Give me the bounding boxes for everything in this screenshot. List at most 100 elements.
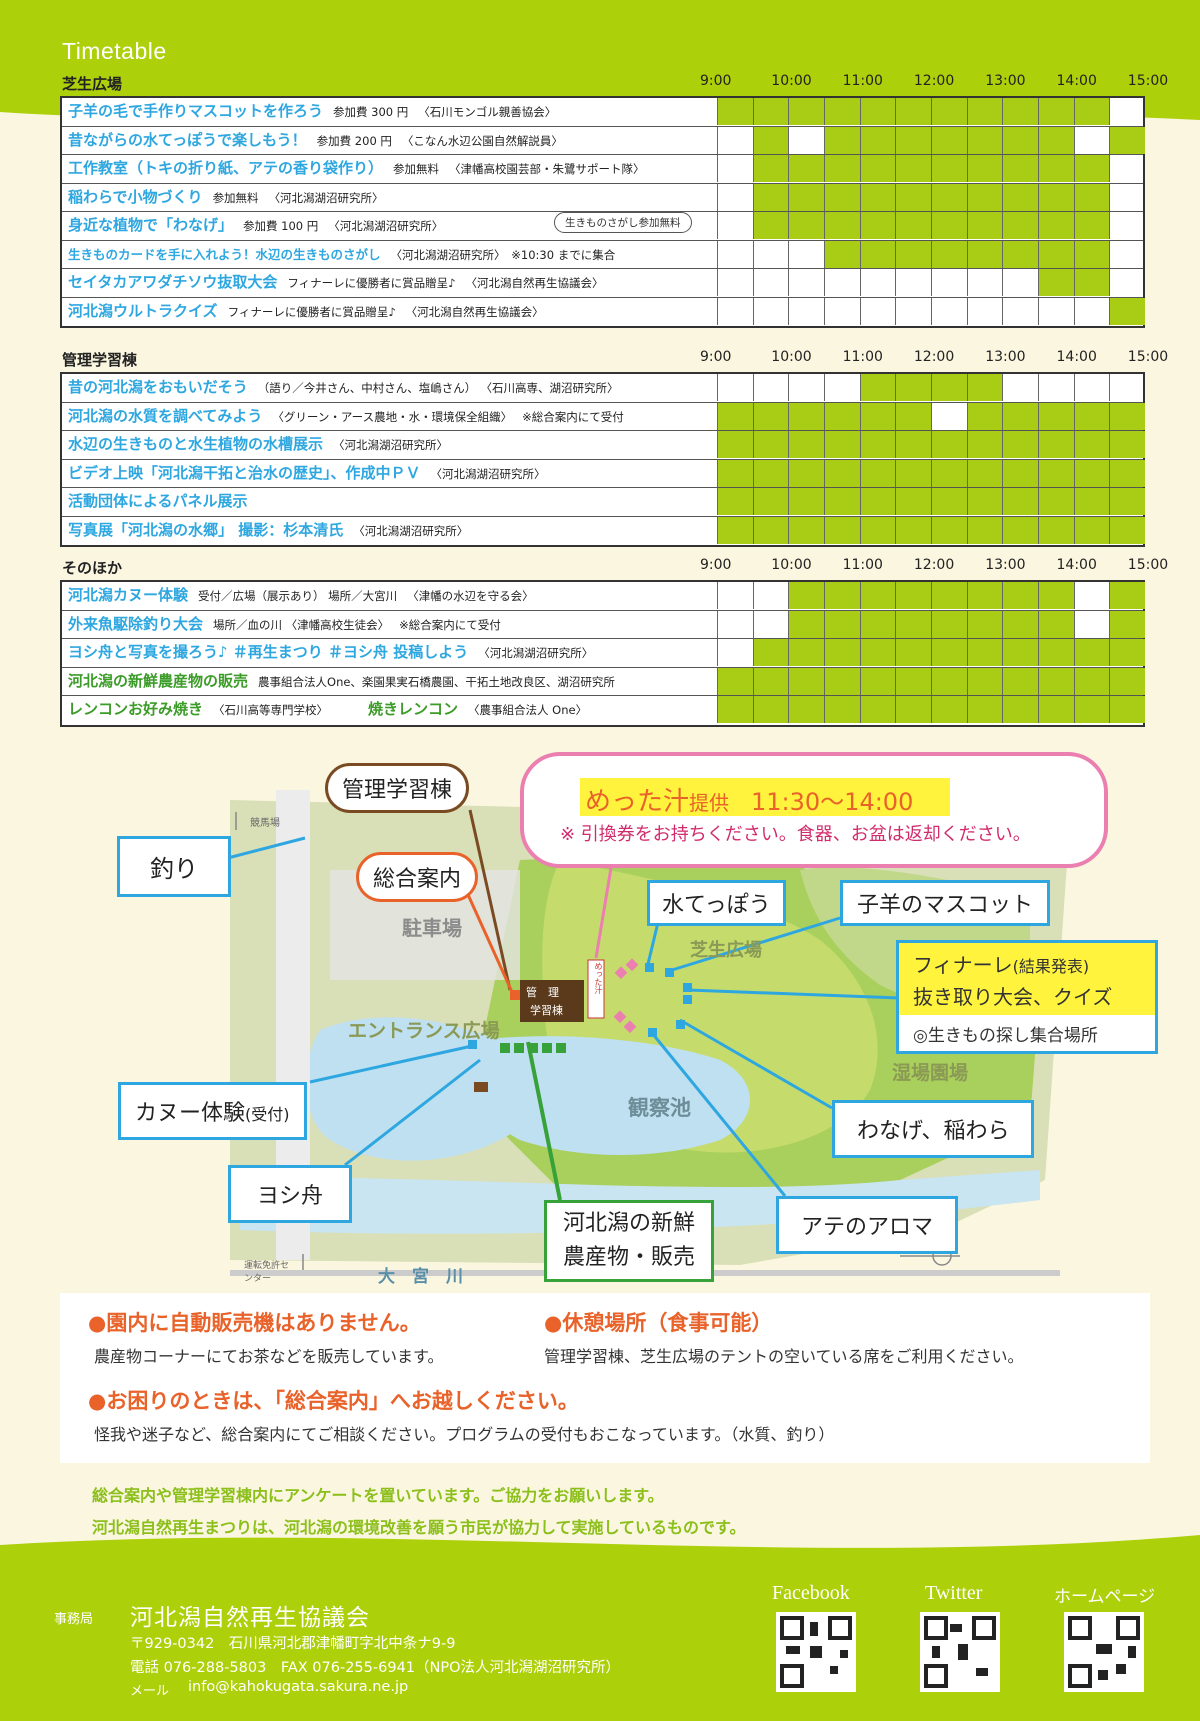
event-organizer: 〈河北潟湖沼研究所〉 xyxy=(268,190,384,205)
slot-active xyxy=(931,240,967,268)
row-label: 生きものカードを手に入れよう！水辺の生きものさがし〈河北潟湖沼研究所〉 ※10:… xyxy=(68,241,615,268)
slot-active xyxy=(752,459,789,487)
timetable-row: 河北潟の新鮮農産物の販売農事組合法人One、楽園果実石橋農園、干拓土地改良区、湖… xyxy=(62,667,1146,696)
speech-bubble: 生きものさがし参加無料 xyxy=(554,212,692,233)
slot-active xyxy=(1073,269,1110,296)
event-organizer: 〈河北潟湖沼研究所〉 xyxy=(328,219,444,233)
message-festival: 河北潟自然再生まつりは、河北潟の環境改善を願う市民が協力して実施しているものです… xyxy=(92,1518,746,1537)
metta-highlight xyxy=(580,778,950,816)
callout-fishing: 釣り xyxy=(117,836,231,897)
notice-3-title: ●お困りのときは、「総合案内」へお越しください。 xyxy=(88,1389,579,1413)
slot-empty xyxy=(752,240,789,268)
timetable-row: レンコンお好み焼き〈石川高等専門学校〉焼きレンコン〈農事組合法人 One〉 xyxy=(62,696,1146,725)
footer-mail[interactable]: info@kahokugata.sakura.ne.jp xyxy=(188,1679,409,1695)
time-header: 9:00 xyxy=(700,557,732,573)
slot-empty xyxy=(895,297,931,325)
event-organizer: 〈石川高専、湖沼研究所〉 xyxy=(486,381,619,395)
slot-active xyxy=(1073,459,1110,487)
slot-empty xyxy=(717,212,753,239)
event-detail: フィナーレに優勝者に賞品贈呈♪ xyxy=(287,276,456,290)
slot-active xyxy=(931,155,967,182)
event-name: 水辺の生きものと水生植物の水槽展示 xyxy=(68,435,324,453)
event-detail: （語り／今井さん、中村さん、塩嶋さん） xyxy=(257,381,477,395)
slot-active xyxy=(1002,402,1039,430)
map-label-entrance: エントランス広場 xyxy=(348,1020,500,1042)
map-label-license-center: 運転免許センター xyxy=(244,1261,290,1284)
timetable-row: 工作教室（トキの折り紙、アテの香り袋作り）参加無料〈津幡高校園芸部・朱鷺サポート… xyxy=(62,155,1143,184)
event-name: 河北潟ウルトラクイズ xyxy=(68,301,218,320)
finale-highlight xyxy=(899,943,1155,1015)
slot-active xyxy=(966,582,1003,609)
slot-active xyxy=(752,431,789,458)
timetable-row: 外来魚駆除釣り大会場所／血の川 〈津幡高校生徒会〉※総合案内にて受付 xyxy=(62,610,1146,639)
slot-active xyxy=(895,374,932,401)
slot-active xyxy=(752,696,789,723)
slot-active xyxy=(1109,126,1146,154)
event-detail: フィナーレに優勝者に賞品贈呈♪ xyxy=(227,304,396,319)
slot-active xyxy=(966,459,1003,487)
slot-active xyxy=(895,639,932,666)
event-name-2: 焼きレンコン xyxy=(368,700,459,718)
qr-code-facebook[interactable] xyxy=(776,1612,856,1692)
slot-active xyxy=(859,402,896,430)
qr-label-twitter: Twitter xyxy=(925,1582,983,1604)
slot-active xyxy=(752,639,789,666)
timetable-row: 昔の河北潟をおもいだそう（語り／今井さん、中村さん、塩嶋さん）〈石川高専、湖沼研… xyxy=(62,374,1143,403)
slot-active xyxy=(966,639,1003,666)
slot-active xyxy=(931,459,967,487)
slot-empty xyxy=(752,374,789,401)
slot-empty xyxy=(1002,269,1038,296)
slot-active xyxy=(1002,98,1039,125)
slot-active xyxy=(859,155,896,182)
time-header: 10:00 xyxy=(771,557,812,573)
slot-active xyxy=(824,126,860,154)
event-organizer: 〈河北潟湖沼研究所〉 xyxy=(430,466,546,481)
event-organizer: 〈農事組合法人 One〉 xyxy=(468,703,588,717)
slot-active xyxy=(931,183,967,211)
slot-active xyxy=(859,516,896,544)
slot-empty xyxy=(788,269,824,296)
callout-wanage: わなげ、稲わら xyxy=(832,1100,1035,1158)
slot-active xyxy=(1109,459,1146,487)
slot-active xyxy=(788,183,825,211)
time-header: 12:00 xyxy=(913,349,955,365)
qr-code-twitter[interactable] xyxy=(920,1612,1000,1692)
map-label-river: 大 宮 川 xyxy=(378,1267,463,1287)
slot-active xyxy=(931,374,967,401)
slot-active xyxy=(788,488,825,515)
event-name: 稲わらで小物づくり xyxy=(68,187,203,206)
footer-office-label: 事務局 xyxy=(54,1612,94,1627)
qr-code-homepage[interactable] xyxy=(1064,1612,1144,1692)
event-name: 河北潟の新鮮農産物の販売 xyxy=(68,671,249,690)
slot-active xyxy=(1109,582,1146,609)
event-organizer: 〈津幡高校園芸部・朱鷺サポート隊〉 xyxy=(449,162,645,176)
slot-empty xyxy=(895,269,931,296)
slot-active xyxy=(788,610,825,638)
timetable-row: 河北潟カヌー体験受付／広場（展示あり） 場所／大宮川〈津幡の水辺を守る会〉 xyxy=(62,582,1146,611)
notice-3-text: 怪我や迷子など、総合案内にてご相談ください。プログラムの受付もおこなっています。… xyxy=(94,1425,835,1444)
timetable-row: 生きものカードを手に入れよう！水辺の生きものさがし〈河北潟湖沼研究所〉 ※10:… xyxy=(62,240,1143,269)
building-label-1: 管 理 xyxy=(526,986,559,999)
slot-active xyxy=(1038,155,1074,182)
time-header: 11:00 xyxy=(842,557,883,573)
slot-active xyxy=(966,212,1003,239)
time-header: 11:00 xyxy=(842,349,883,365)
event-organizer: 〈石川モンゴル親善協会〉 xyxy=(418,105,557,119)
timetable-row: 活動団体によるパネル展示 xyxy=(62,488,1146,517)
slot-active xyxy=(931,610,967,638)
slot-active xyxy=(895,667,932,695)
slot-active xyxy=(931,516,967,544)
event-organizer: 〈河北潟湖沼研究所〉 ※10:30 までに集合 xyxy=(390,247,616,262)
slot-active xyxy=(788,98,825,125)
slot-active xyxy=(859,610,896,638)
slot-empty xyxy=(717,183,753,211)
slot-active xyxy=(931,582,967,609)
slot-empty xyxy=(824,269,860,296)
event-organizer: 〈河北潟自然再生協議会〉 xyxy=(465,276,604,290)
slot-active xyxy=(895,582,932,609)
slot-empty xyxy=(717,126,753,154)
finale-label: フィナーレ xyxy=(913,953,1013,977)
slot-active xyxy=(931,212,967,239)
slot-active xyxy=(788,667,825,695)
